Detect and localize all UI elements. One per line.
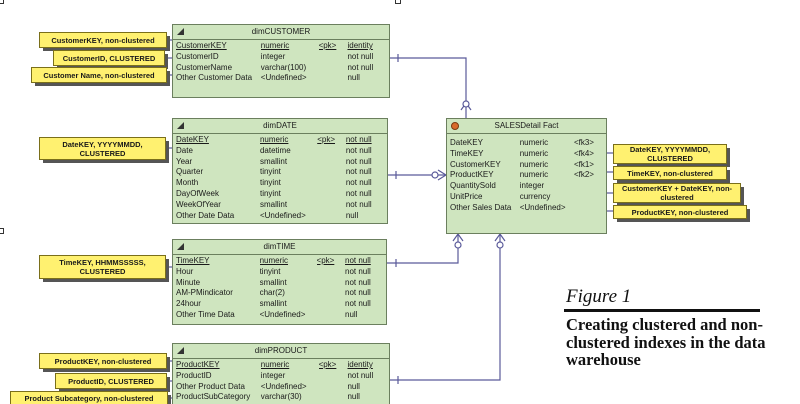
rel-product-fact (390, 234, 501, 381)
entity-row: Other Product Data<Undefined>null (176, 381, 360, 391)
figure-rule (564, 309, 760, 312)
table-icon (177, 243, 184, 250)
index-note: ProductID, CLUSTERED (55, 373, 170, 392)
index-note: DateKEY, YYYYMMDD, CLUSTERED (613, 144, 730, 167)
index-note: ProductKEY, non-clustered (613, 205, 750, 222)
index-note: DateKEY, YYYYMMDD, CLUSTERED (39, 137, 169, 163)
table-icon (177, 122, 184, 129)
entity-header: dimPRODUCT (173, 344, 389, 359)
index-note: ProductKEY, non-clustered (39, 353, 170, 372)
entity-title: dimPRODUCT (254, 346, 308, 355)
index-note: CustomerID, CLUSTERED (53, 50, 168, 69)
index-note: TimeKEY, HHMMSSSSS, CLUSTERED (39, 255, 169, 282)
rel-customer-fact (390, 57, 467, 118)
index-note: CustomerKEY, non-clustered (39, 32, 170, 51)
crop-mark (0, 0, 4, 4)
rel-time-fact (387, 234, 459, 264)
entity-row: Other Time Data<Undefined>null (176, 309, 358, 319)
crop-mark (395, 0, 401, 4)
entity-header: dimDATE (173, 119, 387, 134)
entity-header: dimTIME (173, 240, 386, 255)
table-icon (177, 347, 184, 354)
entity-row: Other Customer Data<Undefined>null (176, 73, 360, 83)
index-note: Customer Name, non-clustered (31, 67, 170, 86)
entity-title: dimDATE (263, 121, 297, 130)
fact-table-icon (451, 122, 459, 130)
entity-title: dimTIME (263, 242, 296, 251)
entity-title: dimCUSTOMER (251, 27, 311, 36)
index-note: TimeKEY, non-clustered (613, 166, 730, 183)
entity-header: SALESDetail Fact (447, 119, 606, 134)
crop-mark (0, 228, 4, 234)
table-icon (177, 28, 184, 35)
entity-row: Other Date Data<Undefined>null (176, 210, 359, 220)
entity-title: SALESDetail Fact (494, 121, 559, 130)
entity-row: Other Sales Data<Undefined> (450, 202, 566, 212)
figure-caption: Creating clustered and non-clustered ind… (566, 315, 766, 369)
figure-label: Figure 1 (566, 286, 632, 307)
entity-header: dimCUSTOMER (173, 25, 389, 40)
index-note: CustomerKEY + DateKEY, non-clustered (613, 183, 744, 206)
index-note: Product Subcategory, non-clustered (10, 391, 171, 404)
